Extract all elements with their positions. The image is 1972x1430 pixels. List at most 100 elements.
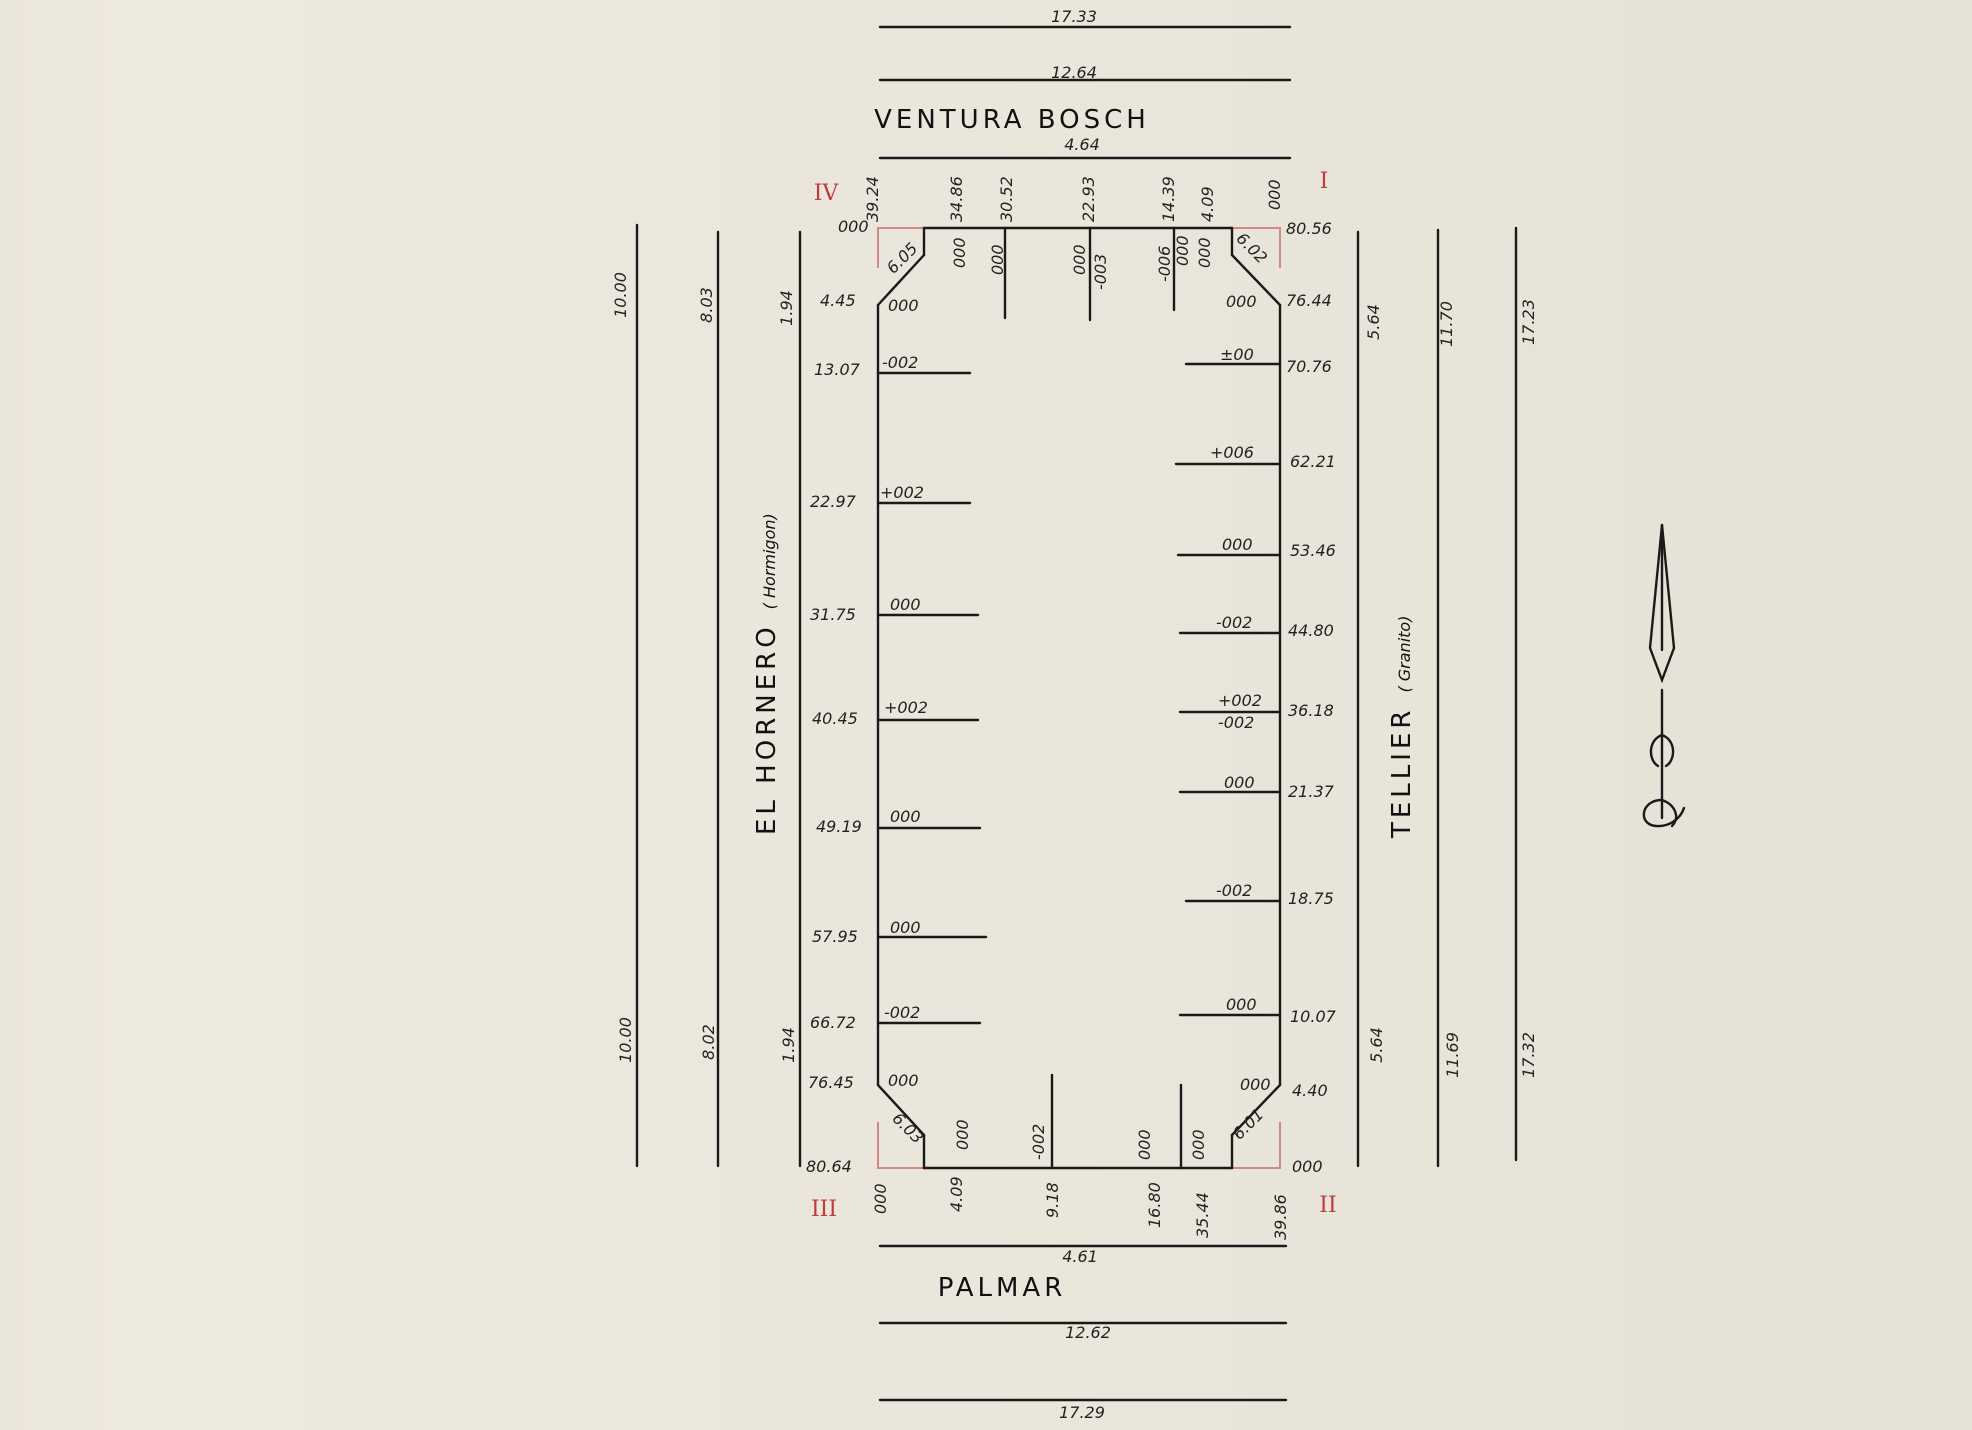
street-name-left: EL HORNERO <box>752 623 782 835</box>
bottom-dist: 16.80 <box>1145 1182 1164 1228</box>
bottom-level: -002 <box>1029 1124 1048 1160</box>
left-level: -002 <box>884 1003 920 1022</box>
right-level: 000 <box>1222 535 1253 554</box>
bottom-dist: 4.09 <box>947 1176 966 1212</box>
street-name-bottom: PALMAR <box>938 1273 1067 1303</box>
corner-label-nw: IV <box>814 181 840 206</box>
street-name-top: VENTURA BOSCH <box>874 105 1150 135</box>
width-right-mid-top: 11.70 <box>1437 301 1456 347</box>
right-dist: 4.40 <box>1292 1081 1328 1100</box>
bottom-level: 000 <box>1135 1129 1154 1160</box>
left-level: 000 <box>890 807 921 826</box>
top-side-readings: 39.24 34.86 000 30.52 000 22.93 000 -003… <box>863 176 1284 290</box>
right-level: 000 <box>1226 995 1257 1014</box>
left-side-readings: 000 4.45 000 13.07 -002 22.97 +002 31.75… <box>806 217 928 1176</box>
left-dist: 40.45 <box>812 709 858 728</box>
lot-corner-marks <box>877 227 1281 1169</box>
width-right-inner-top: 5.64 <box>1364 304 1383 340</box>
width-left-inner-top: 1.94 <box>777 290 796 326</box>
width-top-outer: 17.33 <box>1051 7 1097 26</box>
top-dist: 34.86 <box>947 176 966 222</box>
top-level: 000 <box>950 237 969 268</box>
left-level: +002 <box>884 698 928 717</box>
width-left-outer-top: 10.00 <box>611 272 630 318</box>
top-level: 000 <box>988 244 1007 275</box>
right-dist: 10.07 <box>1290 1007 1337 1026</box>
width-bottom-mid: 12.62 <box>1065 1323 1111 1342</box>
right-level: 000 <box>1240 1075 1271 1094</box>
top-side-ticks <box>1003 226 1176 322</box>
right-dist: 62.21 <box>1290 452 1336 471</box>
block-outline <box>876 226 1282 1170</box>
bottom-level: 000 <box>1189 1129 1208 1160</box>
corner-label-sw: III <box>811 1197 837 1222</box>
right-dist: 44.80 <box>1288 621 1334 640</box>
left-dist: 4.45 <box>820 291 856 310</box>
right-dist: 18.75 <box>1288 889 1334 908</box>
right-side-ticks <box>1174 362 1282 1017</box>
left-level: 000 <box>888 296 919 315</box>
top-dist: 14.39 <box>1159 176 1178 222</box>
right-level: +006 <box>1210 443 1254 462</box>
chamfer-se: 6.01 <box>1229 1105 1268 1144</box>
width-left-mid-bot: 8.02 <box>699 1024 718 1060</box>
left-level: -002 <box>882 353 918 372</box>
right-dist: 36.18 <box>1288 701 1334 720</box>
top-dist: 4.09 <box>1198 186 1217 222</box>
right-level: -002 <box>1216 881 1252 900</box>
left-level: 000 <box>888 1071 919 1090</box>
corner-label-ne: I <box>1320 169 1329 194</box>
left-dist: 22.97 <box>810 492 857 511</box>
top-dist: 39.24 <box>863 176 882 222</box>
left-dist: 000 <box>838 217 869 236</box>
left-side-ticks <box>876 371 988 1025</box>
right-level: ±00 <box>1220 345 1254 364</box>
top-level: -006 <box>1155 246 1174 282</box>
width-right-mid-bot: 11.69 <box>1443 1032 1462 1078</box>
width-right-outer-top: 17.23 <box>1519 299 1538 345</box>
left-dist: 13.07 <box>814 360 861 379</box>
left-dist: 76.45 <box>808 1073 854 1092</box>
top-dist: 22.93 <box>1079 176 1098 222</box>
width-right-inner-bot: 5.64 <box>1367 1027 1386 1063</box>
left-dist: 31.75 <box>810 605 856 624</box>
left-level: +002 <box>880 483 924 502</box>
width-bottom-inner: 4.61 <box>1062 1247 1098 1266</box>
top-level-2: -003 <box>1091 254 1110 290</box>
right-dist: 21.37 <box>1288 782 1335 801</box>
width-left-inner-bot: 1.94 <box>779 1027 798 1063</box>
top-level-2: 000 <box>1173 235 1192 266</box>
chamfer-sw: 6.03 <box>889 1109 928 1148</box>
right-dist: 70.76 <box>1286 357 1332 376</box>
width-right-outer-bot: 17.32 <box>1519 1032 1538 1078</box>
corner-label-se: II <box>1319 1193 1336 1218</box>
width-left-outer-bot: 10.00 <box>616 1017 635 1063</box>
right-side-readings: 80.56 76.44 000 70.76 ±00 62.21 +006 53.… <box>1210 219 1337 1176</box>
left-level: 000 <box>890 918 921 937</box>
width-bottom-outer: 17.29 <box>1059 1403 1105 1422</box>
right-dist: 80.56 <box>1286 219 1332 238</box>
right-level: 000 <box>1224 773 1255 792</box>
top-dist: 30.52 <box>997 176 1016 222</box>
bottom-dist: 39.86 <box>1271 1194 1290 1240</box>
chamfer-nw: 6.05 <box>883 239 922 278</box>
bottom-side-readings: 000 4.09 000 9.18 -002 16.80 000 35.44 0… <box>871 1119 1290 1240</box>
left-dist: 57.95 <box>812 927 858 946</box>
bottom-dist: 9.18 <box>1043 1182 1062 1218</box>
top-level: 000 <box>1195 237 1214 268</box>
right-dist: 53.46 <box>1290 541 1336 560</box>
width-top-mid: 12.64 <box>1051 63 1097 82</box>
bottom-side-ticks <box>1050 1073 1183 1170</box>
width-left-mid-top: 8.03 <box>697 287 716 323</box>
right-level: 000 <box>1226 292 1257 311</box>
street-surface-left: ( Hormigon) <box>760 513 779 609</box>
left-dist: 49.19 <box>816 817 862 836</box>
width-top-inner: 4.64 <box>1064 135 1100 154</box>
left-dist: 66.72 <box>810 1013 856 1032</box>
bottom-dist: 000 <box>871 1183 890 1214</box>
right-level: -002 <box>1216 613 1252 632</box>
street-name-right: TELLIER <box>1387 707 1417 839</box>
street-surface-right: ( Granito) <box>1395 616 1414 693</box>
